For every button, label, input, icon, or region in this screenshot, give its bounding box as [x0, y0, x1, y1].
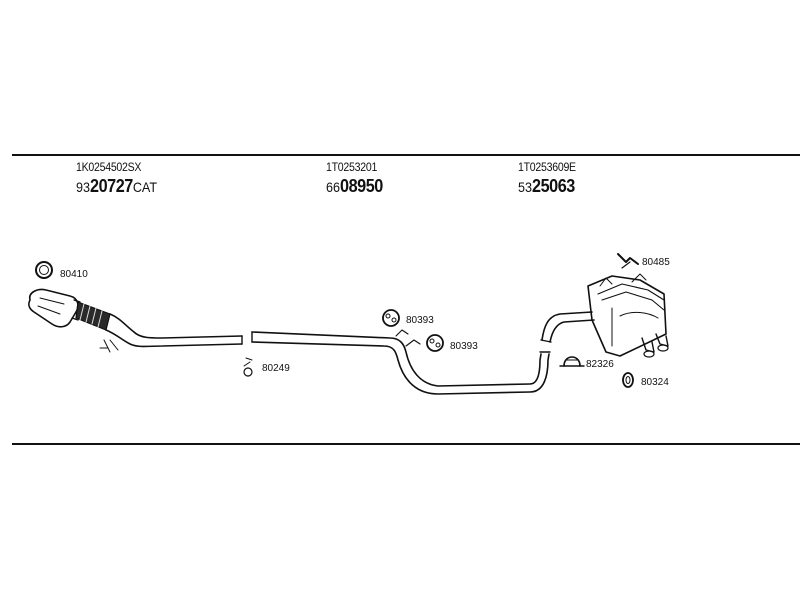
gasket-front-label: 80410	[60, 269, 88, 280]
hanger-rear-label: 80485	[642, 257, 670, 268]
u-clamp-icon	[559, 356, 585, 367]
clamp-mid-label: 80249	[262, 363, 290, 374]
part-number: 6608950	[326, 176, 383, 196]
oem-number: 1K0254502SX	[76, 160, 142, 174]
oem-number: 1T0253609E	[518, 160, 576, 174]
bottom-divider	[12, 443, 800, 445]
rubber-hanger-icon-b	[426, 334, 444, 352]
hanger-bracket-icon	[617, 253, 639, 269]
small-clamp-icon	[243, 357, 253, 377]
top-divider	[12, 154, 800, 156]
part-number: 9320727CAT	[76, 176, 158, 196]
assembly-front-header: 1K0254502SX 9320727CAT	[76, 160, 166, 197]
rubber-hanger-icon-a	[382, 309, 400, 327]
hanger-a-label: 80393	[406, 315, 434, 326]
gasket-ring-icon	[35, 261, 53, 279]
rear-inlet-pipe	[540, 311, 595, 343]
tailpipe-tips	[641, 333, 669, 358]
assembly-middle-header: 1T0253201 6608950	[326, 160, 389, 197]
clamp-rear-label: 82326	[586, 359, 614, 370]
sealing-ring-icon	[622, 372, 634, 388]
front-pipe	[99, 313, 243, 353]
oem-number: 1T0253201	[326, 160, 378, 174]
middle-pipe	[251, 329, 551, 395]
part-number: 5325063	[518, 176, 575, 196]
rear-muffler	[587, 273, 667, 357]
assembly-rear-header: 1T0253609E 5325063	[518, 160, 584, 197]
flex-pipe	[75, 301, 111, 331]
hanger-b-label: 80393	[450, 341, 478, 352]
ring-rear-label: 80324	[641, 377, 669, 388]
catalytic-converter	[28, 288, 81, 328]
